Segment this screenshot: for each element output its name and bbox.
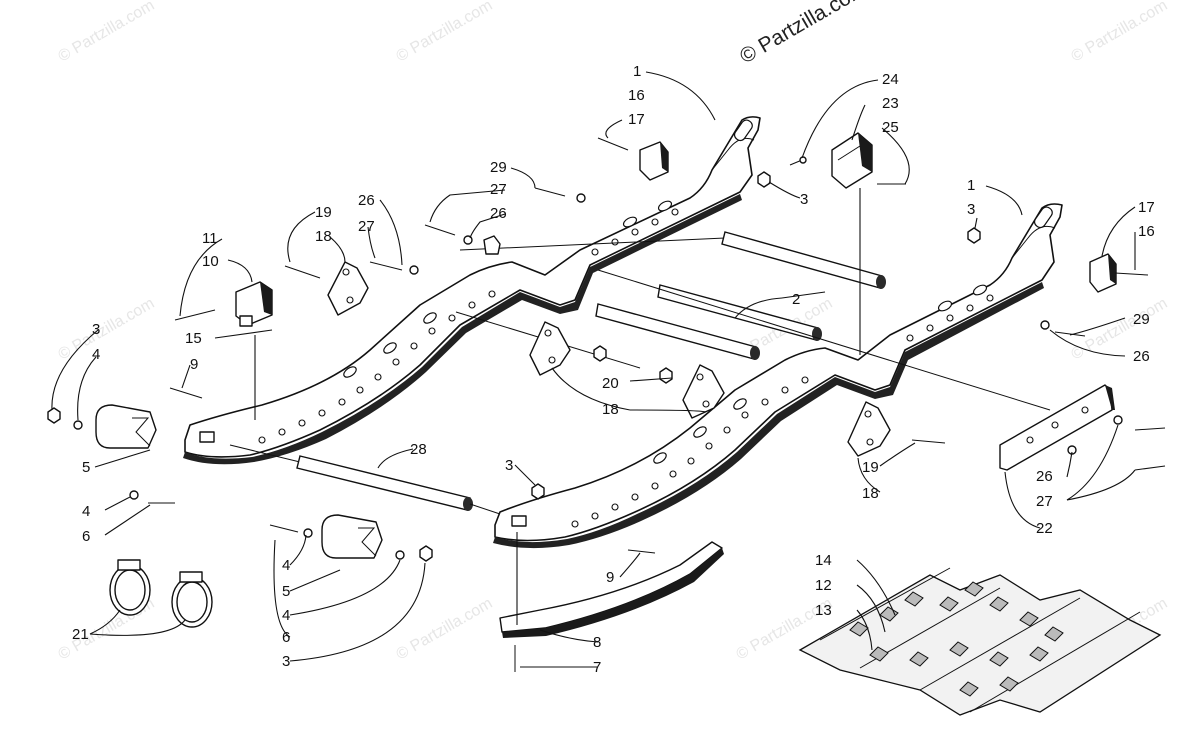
rail-holes: [258, 200, 679, 444]
watermark: © Partzilla.com: [394, 0, 496, 65]
callout-17: 17: [628, 111, 645, 128]
callout-25: 25: [882, 119, 899, 136]
callout-6: 6: [82, 528, 90, 545]
callout-26: 26: [1133, 348, 1150, 365]
track-lugs: [849, 581, 1064, 697]
callout-3: 3: [800, 191, 808, 208]
part-10: [235, 281, 273, 327]
cross-shaft: [595, 303, 760, 360]
watermark-layer: © Partzilla.com © Partzilla.com © Partzi…: [56, 0, 1171, 663]
clamp-5-right: [321, 514, 383, 559]
callout-28: 28: [410, 441, 427, 458]
wear-strip-8: [499, 541, 724, 638]
callout-1: 1: [967, 177, 975, 194]
callout-3: 3: [92, 321, 100, 338]
callout-9: 9: [190, 356, 198, 373]
callout-20: 20: [602, 375, 619, 392]
rail-holes: [571, 284, 994, 528]
callout-labels: 1 16 17 24 23 25 29 27 26 3 1 3 17 16 19…: [72, 63, 1155, 676]
callout-4: 4: [282, 557, 290, 574]
fasteners: [47, 137, 1166, 672]
callout-15: 15: [185, 330, 202, 347]
rail-tip-bracket: [199, 431, 215, 443]
callout-29: 29: [490, 159, 507, 176]
callout-12: 12: [815, 577, 832, 594]
callout-9: 9: [606, 569, 614, 586]
callout-2: 2: [792, 291, 800, 308]
callout-7: 7: [593, 659, 601, 676]
callout-8: 8: [593, 634, 601, 651]
rod-28: [229, 444, 501, 515]
clamp-5-left: [95, 404, 157, 449]
watermark: © Partzilla.com: [1069, 0, 1171, 65]
callout-18: 18: [862, 485, 879, 502]
callout-26: 26: [358, 192, 375, 209]
rail-tip-bracket: [511, 515, 527, 527]
track-section: [798, 567, 1162, 716]
callout-23: 23: [882, 95, 899, 112]
callout-4: 4: [92, 346, 100, 363]
callout-13: 13: [815, 602, 832, 619]
right-slide-rail: [493, 203, 1063, 549]
callout-1: 1: [633, 63, 641, 80]
callout-26: 26: [490, 205, 507, 222]
callout-3: 3: [505, 457, 513, 474]
callout-5: 5: [82, 459, 90, 476]
callout-19: 19: [862, 459, 879, 476]
callout-27: 27: [1036, 493, 1053, 510]
suspension-brackets: [327, 261, 891, 457]
callout-10: 10: [202, 253, 219, 270]
watermark: © Partzilla.com: [1069, 295, 1171, 364]
callout-26: 26: [1036, 468, 1053, 485]
callout-3: 3: [282, 653, 290, 670]
watermark-main: © Partzilla.com: [736, 0, 870, 68]
watermark: © Partzilla.com: [56, 295, 158, 364]
watermark: © Partzilla.com: [394, 595, 496, 664]
callout-18: 18: [602, 401, 619, 418]
block-23: [831, 132, 873, 189]
callout-16: 16: [628, 87, 645, 104]
left-slide-rail: [183, 116, 761, 465]
cross-shafts: [455, 231, 1051, 411]
hose-clamp: [171, 571, 213, 628]
callout-27: 27: [490, 181, 507, 198]
watermark: © Partzilla.com: [56, 0, 158, 65]
callout-14: 14: [815, 552, 832, 569]
callout-6: 6: [282, 629, 290, 646]
callout-24: 24: [882, 71, 899, 88]
callout-17: 17: [1138, 199, 1155, 216]
callout-19: 19: [315, 204, 332, 221]
callout-29: 29: [1133, 311, 1150, 328]
callout-5: 5: [282, 583, 290, 600]
callout-3: 3: [967, 201, 975, 218]
callout-18: 18: [315, 228, 332, 245]
block-17-right: [1089, 253, 1117, 293]
callout-4: 4: [82, 503, 90, 520]
hose-clamp: [109, 559, 151, 616]
leader-lines: [51, 71, 1136, 668]
callout-4: 4: [282, 607, 290, 624]
callout-21: 21: [72, 626, 89, 643]
block-17-left: [639, 141, 669, 181]
callout-22: 22: [1036, 520, 1053, 537]
callout-11: 11: [202, 230, 218, 247]
callout-16: 16: [1138, 223, 1155, 240]
callout-27: 27: [358, 218, 375, 235]
bracket-22: [999, 384, 1115, 471]
cross-shaft: [721, 231, 886, 289]
